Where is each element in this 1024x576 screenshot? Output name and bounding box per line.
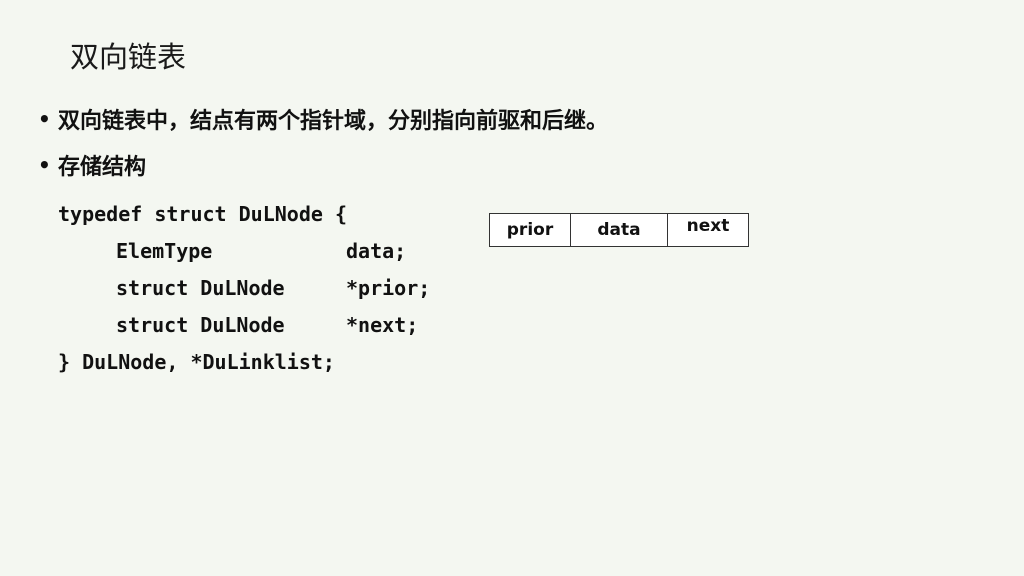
node-cell-next: next <box>686 216 730 236</box>
code-type: struct DuLNode <box>116 276 285 300</box>
code-field: *prior; <box>346 276 431 300</box>
code-type: struct DuLNode <box>116 313 285 337</box>
slide-title: 双向链表 <box>70 40 187 74</box>
bullet-dot-icon: • <box>38 107 51 131</box>
bullet-list: • 双向链表中，结点有两个指针域，分别指向前驱和后继。 • 存储结构 <box>38 102 608 194</box>
code-field: data; <box>346 239 407 263</box>
bullet-dot-icon: • <box>38 153 51 177</box>
code-line: } DuLNode, *DuLinklist; <box>58 350 335 374</box>
code-block: typedef struct DuLNode { ElemType data; s… <box>58 196 430 381</box>
code-line: struct DuLNode *next; <box>58 307 430 344</box>
node-cell-data: data <box>571 214 668 246</box>
bullet-item-storage: • 存储结构 <box>38 148 608 182</box>
node-structure-diagram: prior data next <box>489 213 749 247</box>
node-cell-prior: prior <box>490 214 571 246</box>
code-field: *next; <box>346 313 419 337</box>
code-type: ElemType <box>116 239 213 263</box>
code-line: struct DuLNode *prior; <box>58 270 430 307</box>
bullet-item-definition: • 双向链表中，结点有两个指针域，分别指向前驱和后继。 <box>38 102 608 136</box>
code-line: typedef struct DuLNode { <box>58 202 347 226</box>
bullet-text: 存储结构 <box>58 155 147 180</box>
bullet-text: 双向链表中，结点有两个指针域，分别指向前驱和后继。 <box>58 109 609 134</box>
code-line: ElemType data; <box>58 233 430 270</box>
